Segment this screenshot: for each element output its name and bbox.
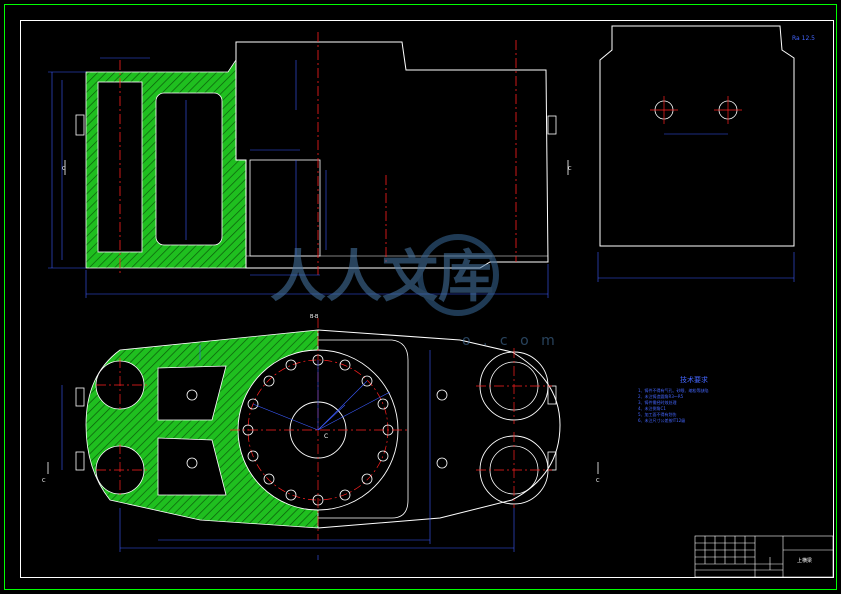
plan-window-bottom	[157, 437, 227, 496]
note-item-6: 6、未注尺寸公差按IT12级	[638, 417, 685, 423]
note-item-3: 3、铸件需经时效处理	[638, 399, 677, 405]
bolt-holes	[242, 354, 394, 506]
title-block-part-name: 上横梁	[797, 557, 812, 564]
technical-notes: 技术要求 1、铸件不得有气孔、砂眼、缩松等缺陷 2、未注铸造圆角R3～R5 3、…	[638, 375, 709, 423]
center-mark: C	[324, 433, 328, 440]
side-mark-right-bottom: C	[596, 478, 600, 484]
outer-frame	[4, 4, 837, 590]
notes-title: 技术要求	[680, 375, 708, 384]
plan-view: B-B C C C C C	[42, 166, 600, 560]
side-view-outline	[599, 25, 795, 247]
inner-frame	[20, 20, 834, 578]
front-view-inner-box	[249, 159, 321, 257]
watermark-logo-text: 人人文库	[270, 244, 494, 310]
note-item-5: 5、加工面不得有划伤	[638, 411, 677, 417]
note-item-4: 4、未注倒角C1	[638, 405, 666, 411]
side-mark-left-top: C	[62, 166, 66, 172]
plan-window-top	[157, 365, 227, 421]
watermark: 人人文库 o . c o m	[270, 234, 559, 349]
side-mark-right-top: C	[568, 166, 572, 172]
side-mark-left-bottom: C	[42, 478, 46, 484]
roughness-symbol: Ra 12.5	[792, 35, 815, 42]
front-view	[48, 32, 569, 298]
title-block	[694, 535, 834, 578]
note-item-2: 2、未注铸造圆角R3～R5	[638, 393, 684, 399]
watermark-url-text: o . c o m	[462, 333, 559, 349]
note-item-1: 1、铸件不得有气孔、砂眼、缩松等缺陷	[638, 387, 709, 393]
section-mark: B-B	[310, 314, 319, 320]
front-view-outline	[235, 41, 549, 269]
side-view: Ra 12.5	[597, 25, 815, 282]
front-view-window	[155, 92, 223, 246]
